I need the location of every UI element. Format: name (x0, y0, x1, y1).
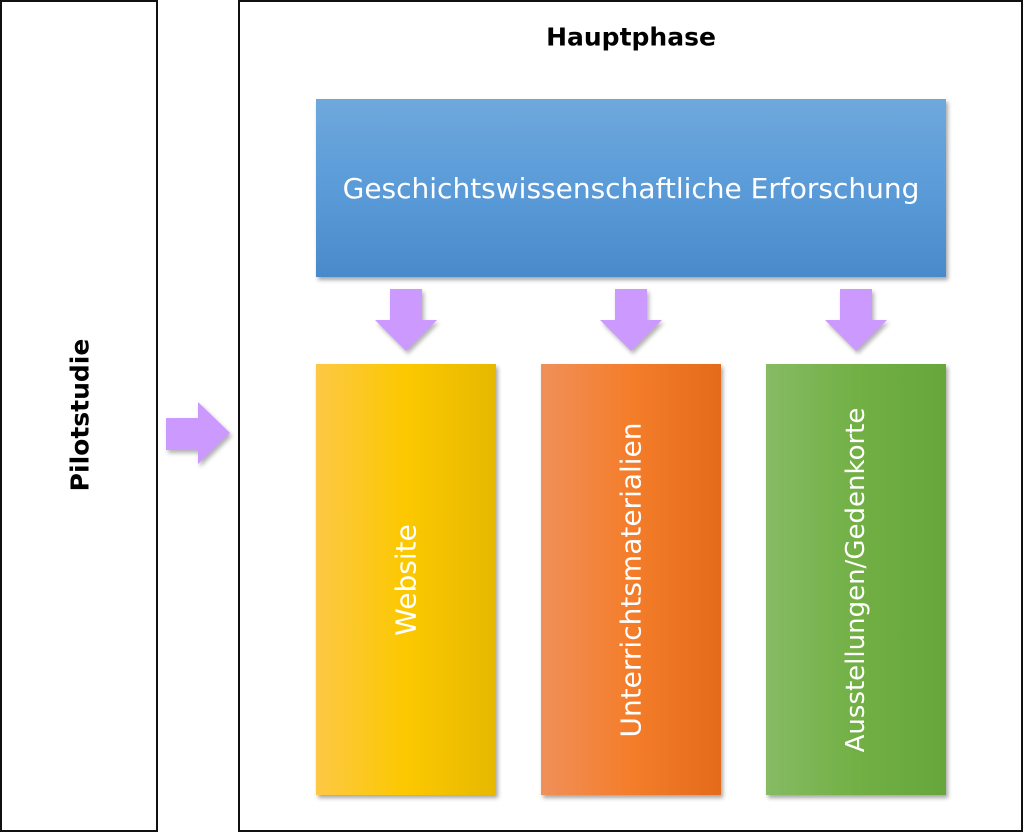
right-arrow-icon (166, 402, 230, 464)
website-box: Website (316, 364, 496, 795)
teaching-materials-box: Unterrichtsmaterialien (541, 364, 721, 795)
down-arrow-icon (825, 289, 887, 351)
pilot-study-panel (0, 0, 158, 832)
pilot-study-label: Pilotstudie (65, 338, 95, 492)
website-label: Website (389, 523, 423, 636)
exhibitions-box: Ausstellungen/Gedenkorte (766, 364, 946, 795)
exhibitions-label: Ausstellungen/Gedenkorte (841, 407, 871, 752)
down-arrow-icon (600, 289, 662, 351)
historical-research-box: Geschichtswissenschaftliche Erforschung (316, 99, 946, 277)
main-phase-title: Hauptphase (546, 22, 716, 52)
down-arrow-icon (375, 289, 437, 351)
teaching-materials-label: Unterrichtsmaterialien (614, 421, 648, 738)
historical-research-label: Geschichtswissenschaftliche Erforschung (342, 171, 920, 205)
